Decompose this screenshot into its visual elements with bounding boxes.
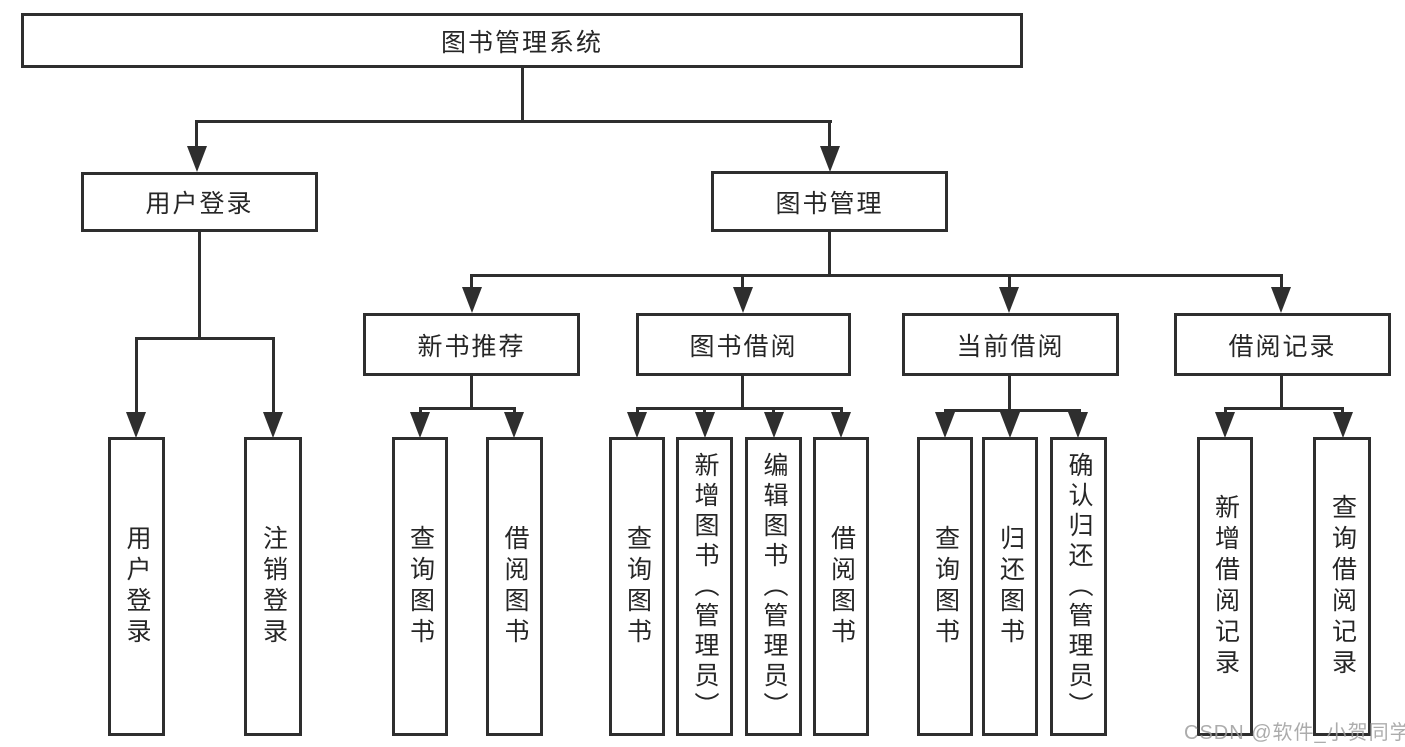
connector-current-borrow-stub [1008, 376, 1011, 411]
arrowhead-new-book-rec [462, 287, 482, 313]
connector-user-login-horizontal [135, 337, 275, 340]
arrowhead-book-mgmt [820, 146, 840, 172]
arrowhead-user-login [187, 146, 207, 172]
arrowhead-leaf-edit-book [764, 412, 784, 438]
arrowhead-leaf-logout [263, 412, 283, 438]
node-root: 图书管理系统 [21, 13, 1023, 68]
arrowhead-current-borrow [999, 287, 1019, 313]
connector-leaf-drop [135, 337, 138, 419]
leaf-add-borrow-record: 新增借阅记录 [1197, 437, 1253, 736]
connector-l3-drop [1008, 274, 1011, 292]
leaf-query-book-current: 查询图书 [917, 437, 973, 736]
node-new-book-rec: 新书推荐 [363, 313, 580, 376]
connector-leaf-drop [272, 337, 275, 419]
connector-l2-horizontal [195, 120, 832, 123]
leaf-borrow-book: 借阅图书 [813, 437, 869, 736]
connector-current-borrow-horizontal [944, 409, 1081, 412]
arrowhead-leaf-query-book-current [935, 412, 955, 438]
leaf-query-book-rec: 查询图书 [392, 437, 448, 736]
connector-new-book-stub [470, 376, 473, 409]
arrowhead-borrow-record [1271, 287, 1291, 313]
node-book-mgmt: 图书管理 [711, 171, 948, 232]
leaf-edit-book: 编辑图书（管理员） [745, 437, 802, 736]
connector-l3-drop [1280, 274, 1283, 292]
arrowhead-leaf-user-login [126, 412, 146, 438]
arrowhead-leaf-borrow-book [831, 412, 851, 438]
leaf-user-login: 用户登录 [108, 437, 165, 736]
node-current-borrow: 当前借阅 [902, 313, 1119, 376]
connector-l2-left-drop [195, 120, 198, 152]
connector-book-borrow-horizontal [636, 407, 843, 410]
arrowhead-leaf-add-borrow-record [1215, 412, 1235, 438]
connector-l3-drop [741, 274, 744, 292]
leaf-query-borrow-record: 查询借阅记录 [1313, 437, 1371, 736]
connector-l3-drop [470, 274, 473, 292]
arrowhead-book-borrow [733, 287, 753, 313]
arrowhead-leaf-borrow-book-rec [504, 412, 524, 438]
leaf-confirm-return: 确认归还（管理员） [1050, 437, 1107, 736]
leaf-return-book: 归还图书 [982, 437, 1038, 736]
arrowhead-leaf-return-book [1000, 412, 1020, 438]
connector-book-borrow-stub [741, 376, 744, 409]
node-borrow-record: 借阅记录 [1174, 313, 1391, 376]
leaf-logout: 注销登录 [244, 437, 302, 736]
watermark: CSDN @软件_小贺同学 [1184, 722, 1405, 744]
connector-new-book-horizontal [419, 407, 516, 410]
connector-borrow-record-stub [1280, 376, 1283, 409]
node-user-login: 用户登录 [81, 172, 318, 232]
connector-l3-horizontal [470, 274, 1283, 277]
leaf-query-book-borrow: 查询图书 [609, 437, 665, 736]
connector-user-login-stub [198, 232, 201, 339]
connector-l2-right-drop [828, 120, 831, 152]
arrowhead-leaf-confirm-return [1068, 412, 1088, 438]
node-book-borrow: 图书借阅 [636, 313, 851, 376]
leaf-add-book: 新增图书（管理员） [676, 437, 733, 736]
connector-borrow-record-horizontal [1224, 407, 1344, 410]
arrowhead-leaf-query-borrow-record [1333, 412, 1353, 438]
connector-root-stub [521, 68, 524, 122]
leaf-borrow-book-rec: 借阅图书 [486, 437, 543, 736]
arrowhead-leaf-query-book-borrow [627, 412, 647, 438]
connector-book-mgmt-stub [828, 232, 831, 277]
arrowhead-leaf-add-book [695, 412, 715, 438]
arrowhead-leaf-query-book-rec [410, 412, 430, 438]
